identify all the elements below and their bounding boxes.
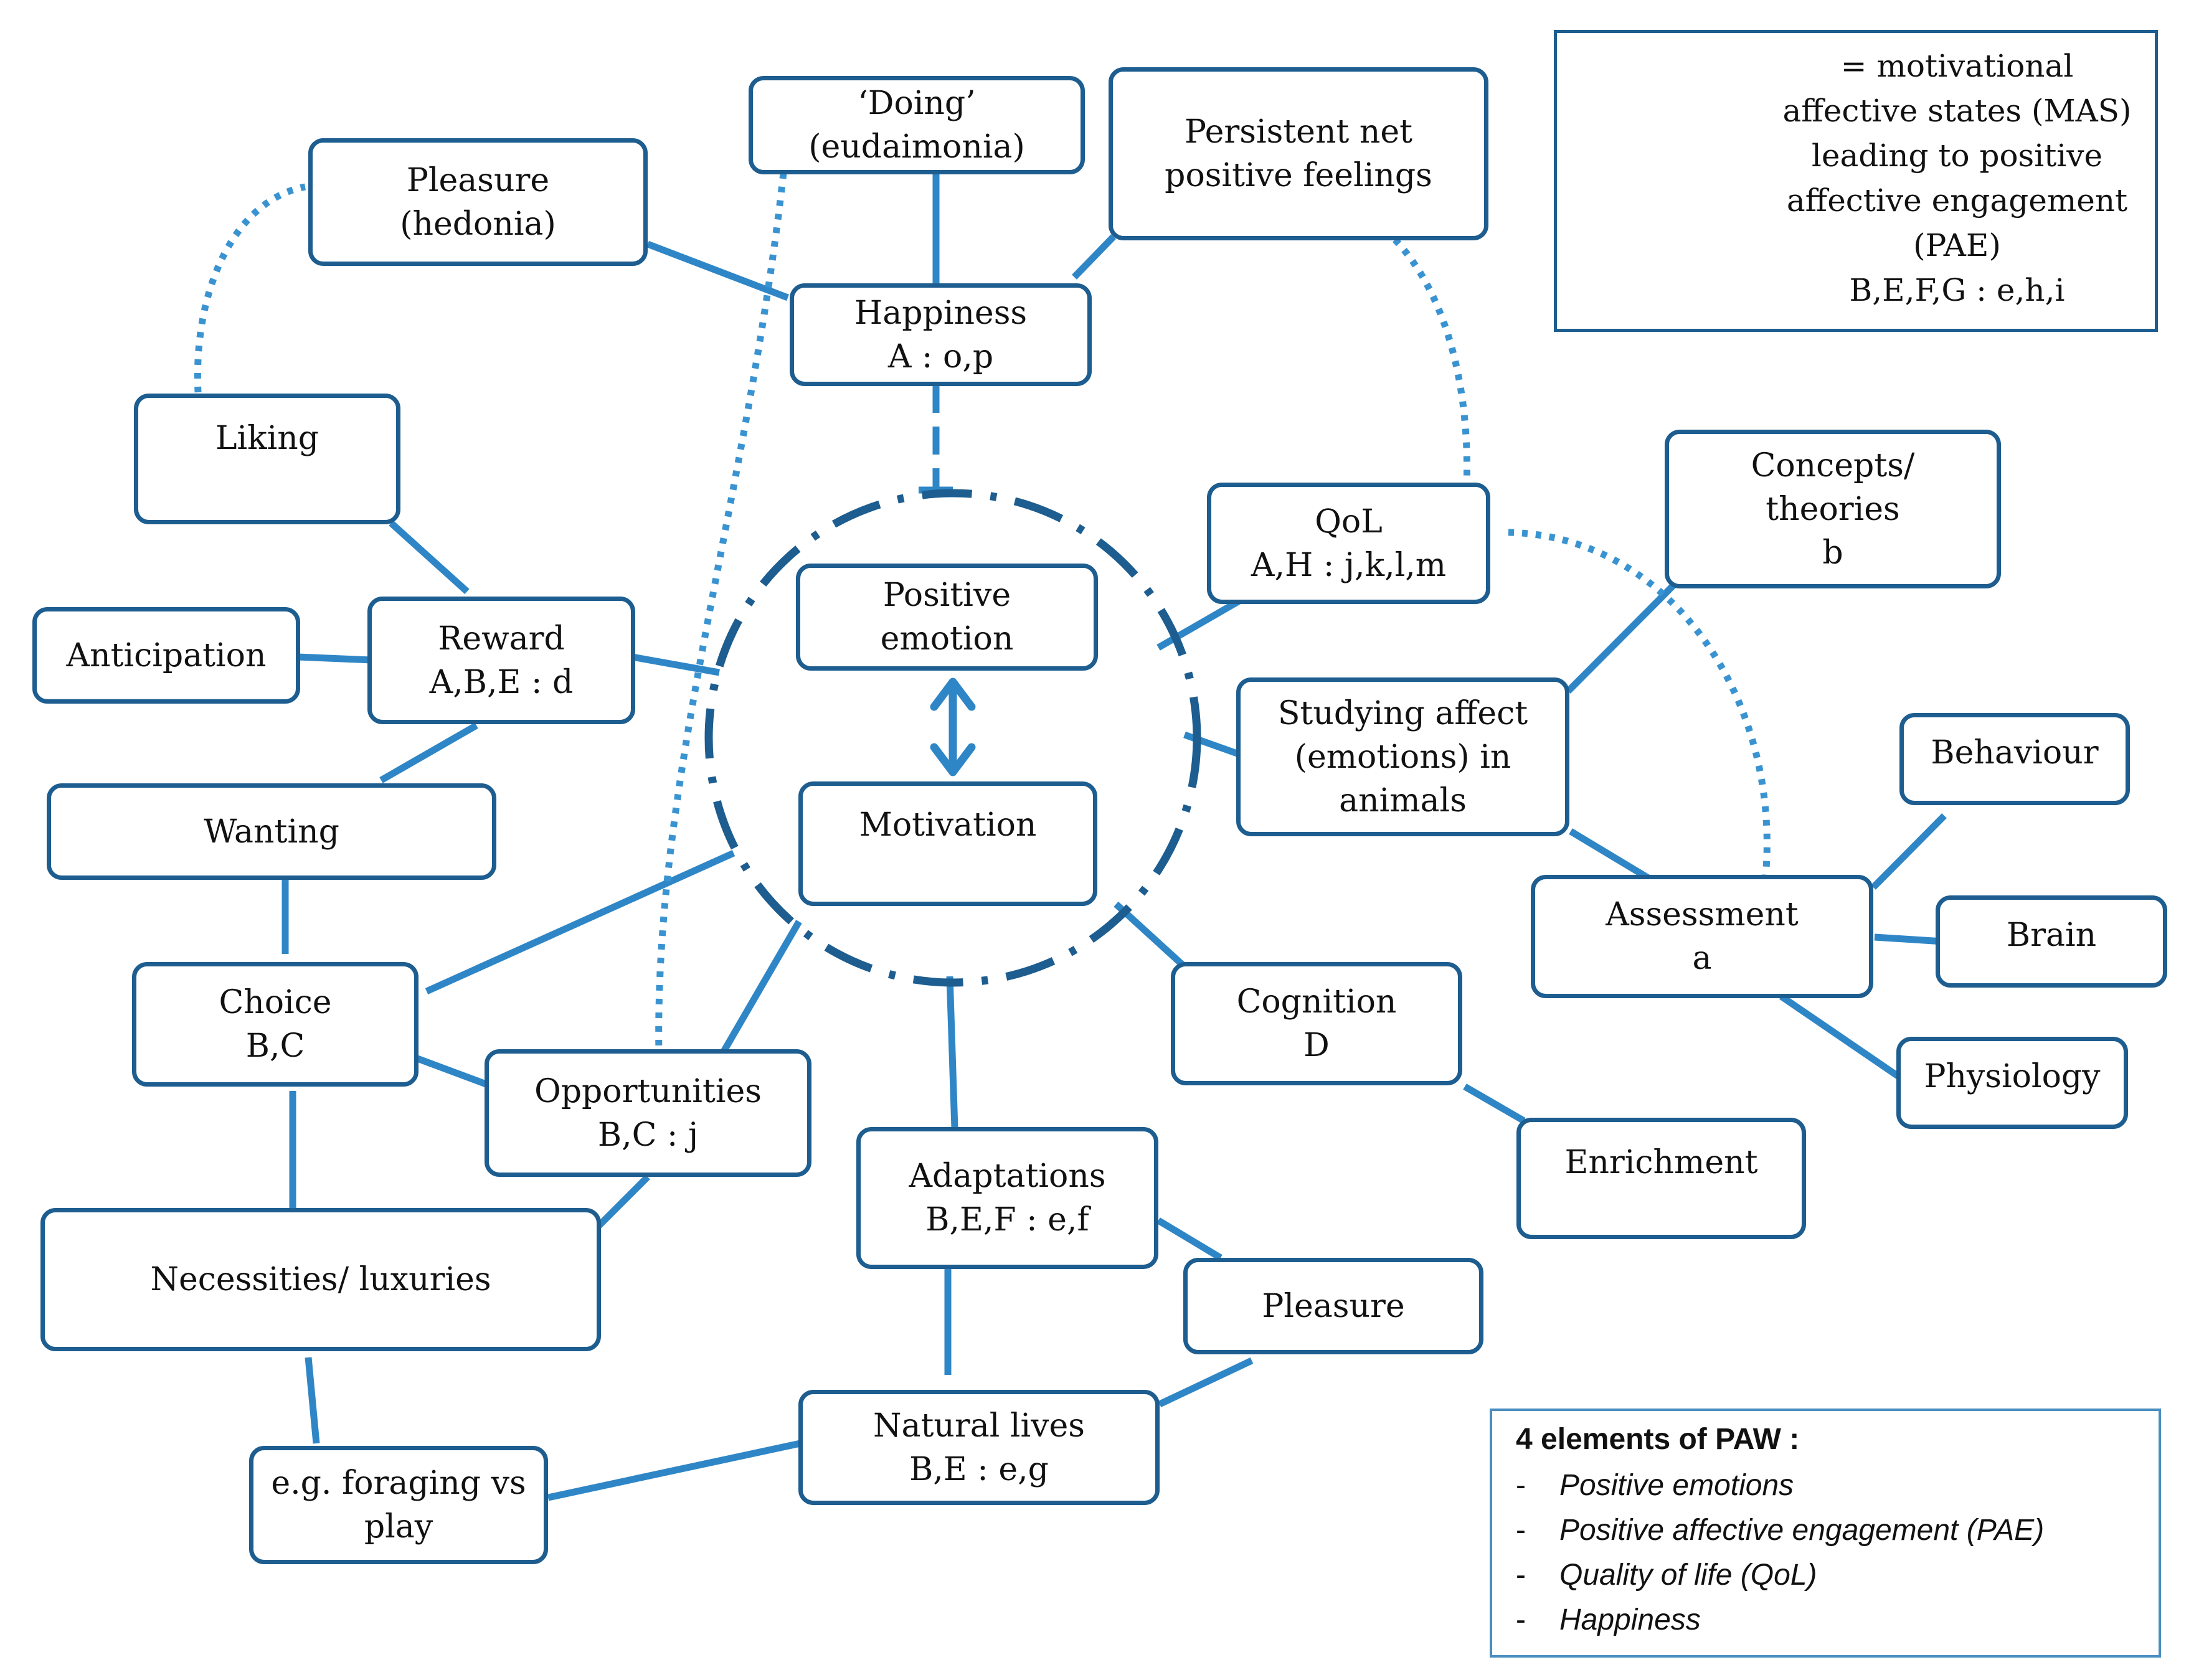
connector-pleasure-natural xyxy=(1158,1357,1254,1407)
legend-box xyxy=(1554,30,2158,332)
connector-assessment-physiology xyxy=(1779,993,1909,1085)
node-behaviour: Behaviour xyxy=(1899,713,2130,805)
connector-opportunities-necessities xyxy=(592,1174,650,1232)
paw-item: -Quality of life (QoL) xyxy=(1516,1559,1817,1592)
connector-anticipation-reward xyxy=(297,653,372,664)
node-brain: Brain xyxy=(1936,895,2167,988)
connector-cognition-enrichment xyxy=(1463,1083,1526,1124)
connector-studying-assessment xyxy=(1569,828,1652,882)
connector-circle-adaptations xyxy=(946,976,958,1129)
node-pleasure: Pleasure xyxy=(1183,1258,1483,1354)
connector-assessment-behaviour xyxy=(1871,813,1947,890)
connector-choice-opportunities xyxy=(413,1054,489,1088)
node-necessities-luxuries: Necessities/ luxuries xyxy=(40,1208,601,1351)
node-wanting: Wanting xyxy=(47,783,496,880)
node-anticipation: Anticipation xyxy=(32,607,300,704)
dotted-liking-pleasure xyxy=(194,183,306,393)
dotted-doing-opportunities xyxy=(655,172,787,1054)
connector-reward-wanting xyxy=(379,722,478,783)
node-doing-eudaimonia: ‘Doing’(eudaimonia) xyxy=(749,76,1085,174)
node-motivation: Motivation xyxy=(798,781,1097,906)
paw-item: -Positive emotions xyxy=(1516,1469,1794,1502)
node-enrichment: Enrichment xyxy=(1516,1118,1806,1239)
connector-foraging-natural xyxy=(547,1440,802,1501)
connector-persistent-happiness xyxy=(1072,234,1116,280)
node-pleasure-hedonia: Pleasure(hedonia) xyxy=(308,138,648,266)
connector-concepts-studying xyxy=(1566,580,1679,694)
paw-title: 4 elements of PAW : xyxy=(1516,1423,1800,1456)
connector-adaptations-pleasure xyxy=(1156,1217,1223,1261)
connector-opportunities-circle xyxy=(719,920,802,1055)
node-physiology: Physiology xyxy=(1896,1037,2128,1129)
connector-choice-circle xyxy=(425,849,735,995)
connector-necessities-foraging xyxy=(305,1357,320,1444)
connector-assessment-brain xyxy=(1874,933,1944,945)
paw-item: -Happiness xyxy=(1516,1603,1701,1636)
node-liking: Liking xyxy=(134,394,400,524)
double-arrow-icon xyxy=(930,677,976,776)
mas-circle xyxy=(704,489,1201,987)
connector-liking-reward xyxy=(389,520,470,595)
legend-text: = motivational affective states (MAS) le… xyxy=(1782,48,2132,308)
paw-elements-box: 4 elements of PAW : -Positive emotions -… xyxy=(1490,1409,2161,1658)
dotted-persistent-qol xyxy=(1393,237,1470,486)
connector-circle-qol xyxy=(1156,598,1241,651)
connector-pleasure-happiness xyxy=(646,240,789,301)
paw-item: -Positive affective engagement (PAE) xyxy=(1516,1514,2045,1547)
connector-reward-circle xyxy=(631,653,720,676)
connector-circle-cognition xyxy=(1114,901,1189,971)
